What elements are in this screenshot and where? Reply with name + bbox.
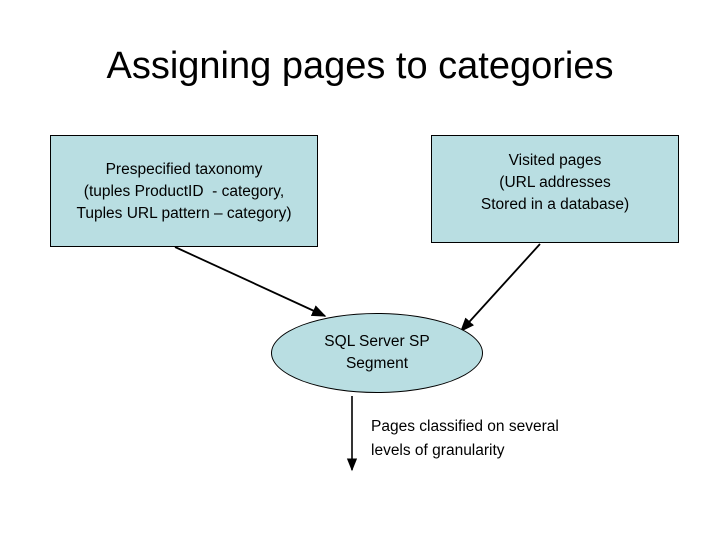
granularity-caption: Pages classified on several levels of gr… — [371, 415, 621, 463]
visited-line-1: Visited pages — [508, 152, 602, 169]
taxonomy-line-1: Prespecified taxonomy — [105, 161, 263, 178]
sqlserver-line-2: Segment — [345, 355, 409, 372]
caption-line-1: Pages classified on several — [371, 418, 559, 435]
sqlserver-ellipse: SQL Server SP Segment — [271, 313, 483, 393]
sqlserver-line-1: SQL Server SP — [324, 333, 430, 350]
arrow-visited-to-sqlserver — [460, 243, 541, 333]
taxonomy-line-2: (tuples ProductID - category, — [83, 183, 285, 200]
page-title: Assigning pages to categories — [106, 45, 614, 87]
visited-pages-box: Visited pages (URL addresses Stored in a… — [431, 135, 679, 243]
arrow-taxonomy-to-sqlserver — [174, 246, 327, 317]
visited-line-2: (URL addresses — [499, 174, 611, 191]
taxonomy-box: Prespecified taxonomy (tuples ProductID … — [50, 135, 318, 247]
caption-line-2: levels of granularity — [371, 442, 505, 459]
visited-line-3: Stored in a database) — [480, 196, 630, 213]
taxonomy-line-3: Tuples URL pattern – category) — [76, 205, 292, 222]
